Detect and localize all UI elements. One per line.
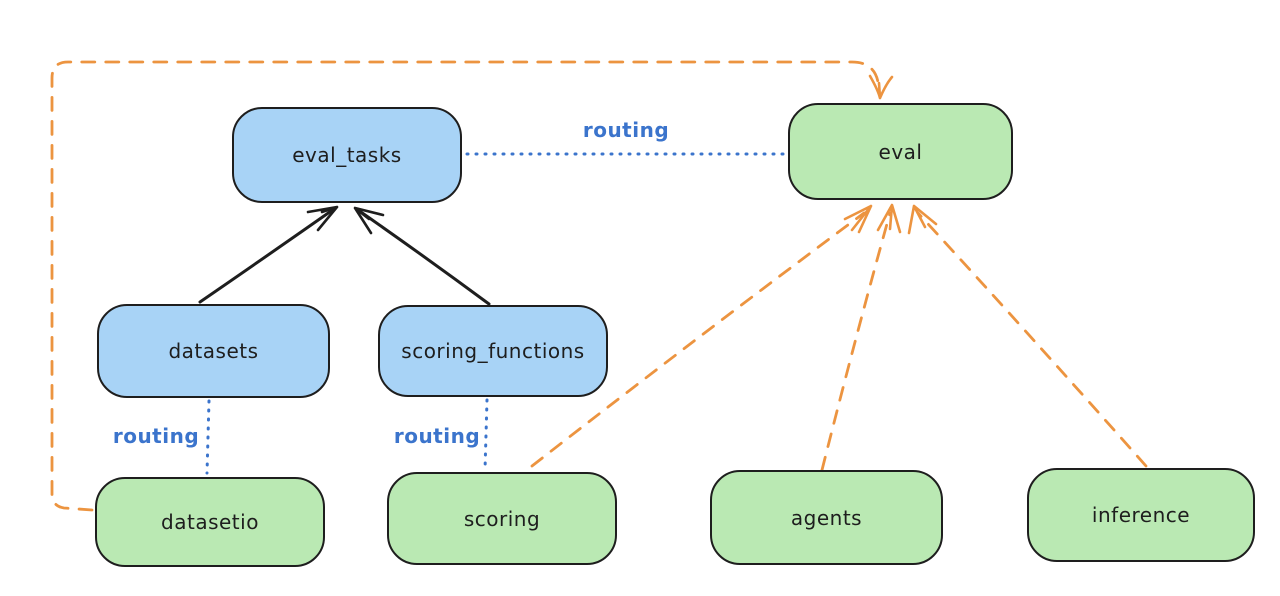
edge-scoring-functions-to-scoring-routing	[483, 398, 489, 472]
node-agents-label: agents	[790, 505, 863, 530]
routing-label-scoring-functions-scoring: routing	[393, 424, 481, 448]
routing-label-datasets-datasetio: routing	[112, 424, 200, 448]
node-datasetio-label: datasetio	[161, 510, 259, 534]
edge-inference-to-eval	[916, 211, 1148, 468]
edge-datasets-to-eval-tasks	[198, 207, 336, 304]
node-eval: eval	[788, 103, 1013, 200]
node-agents: agents	[710, 470, 943, 565]
node-eval-label: eval	[878, 139, 923, 164]
node-eval-tasks-label: eval_tasks	[292, 143, 402, 167]
node-scoring-functions: scoring_functions	[378, 305, 608, 397]
arrowhead-datasetio-to-eval	[868, 74, 894, 100]
arrowhead-scoring-to-eval	[843, 204, 873, 234]
node-scoring-functions-label: scoring_functions	[401, 339, 585, 363]
edge-scoring-to-eval	[530, 211, 866, 468]
node-inference-label: inference	[1091, 503, 1191, 527]
node-scoring-label: scoring	[463, 506, 541, 531]
node-eval-tasks: eval_tasks	[232, 107, 462, 203]
edge-agents-to-eval	[820, 211, 892, 472]
node-scoring: scoring	[387, 472, 617, 565]
node-datasets-label: datasets	[168, 339, 259, 363]
routing-label-eval-tasks-eval: routing	[582, 118, 670, 142]
arrowhead-agents-to-eval	[876, 203, 902, 234]
arrowhead-inference-to-eval	[907, 204, 938, 235]
node-datasets: datasets	[97, 304, 330, 398]
arrowhead-datasets-to-eval-tasks	[306, 205, 339, 232]
node-inference: inference	[1027, 468, 1255, 562]
node-datasetio: datasetio	[95, 477, 325, 567]
edge-datasetio-to-eval	[50, 60, 881, 512]
edge-scoring-functions-to-eval-tasks	[356, 208, 491, 306]
edge-datasets-to-datasetio-routing	[205, 399, 211, 475]
arrowhead-scoring-functions-to-eval-tasks	[353, 206, 385, 235]
